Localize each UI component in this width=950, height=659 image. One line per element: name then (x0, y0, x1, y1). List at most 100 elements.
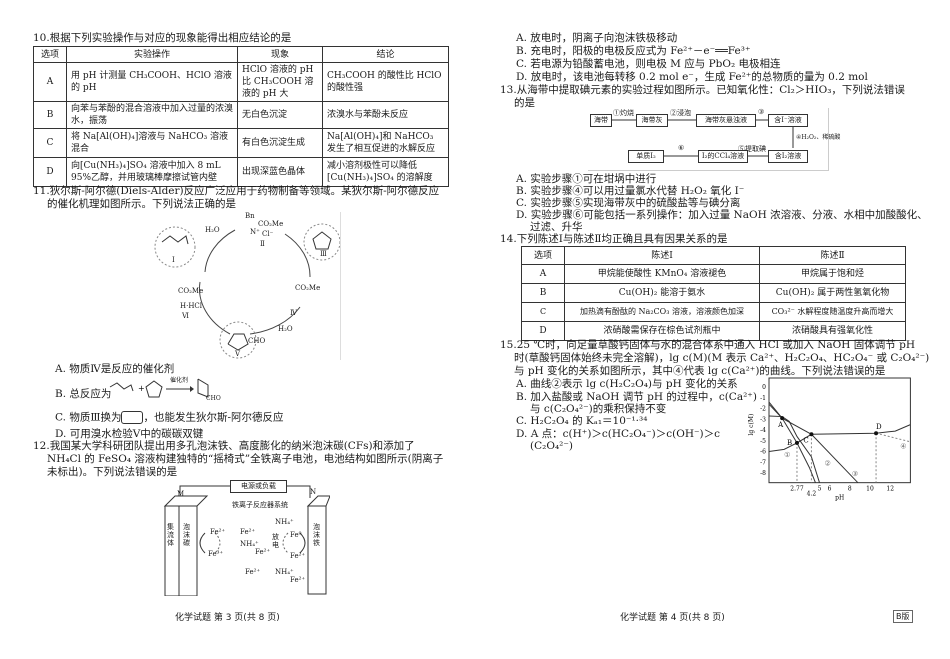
y-tick-label: -2 (760, 406, 766, 413)
x-tick-label: 4.2 (807, 491, 817, 498)
label-cl: Cl⁻ (262, 230, 274, 238)
q10-header: 结论 (322, 46, 449, 63)
cell-statement-1: 甲烷能使酸性 KMnO₄ 溶液褪色 (564, 264, 760, 284)
reaction-structures: + (109, 378, 209, 398)
q12-option-c: C. 若电源为铅酸蓄电池，则电极 M 应与 PbO₂ 电极相连 (516, 58, 781, 70)
cell-operation: 向苯与苯酚的混合溶液中加入过量的浓溴水，振荡 (66, 101, 238, 129)
point-marker (809, 432, 814, 437)
q15-option-b: B. 加入盐酸或 NaOH 调节 pH 的过程中，c(Ca²⁺) (516, 391, 757, 403)
x-tick-label: 2.77 (790, 486, 804, 493)
x-tick-label: 5 (818, 486, 822, 493)
label-IV: Ⅳ (290, 309, 297, 317)
cell-option: B (521, 283, 565, 303)
q12-stem: NH₄Cl 的 FeSO₄ 溶液构建独特的“摇椅式”全铁离子电池，电池结构如图所… (47, 453, 444, 465)
q10-header: 实验操作 (66, 46, 238, 63)
label-fe2: Fe²⁺ (245, 568, 261, 576)
q11-option-b: B. 总反应为 (55, 388, 112, 400)
q11-option-a: A. 物质Ⅳ是反应的催化剂 (55, 363, 175, 375)
q15-stem: 15.25 ℃时，向足量草酸钙固体与水的混合体系中通入 HCl 或加入 NaOH… (500, 339, 915, 351)
cell-option: B (33, 101, 67, 129)
catalyst-label: 催化剂 (170, 377, 189, 384)
q13-option-c: C. 实验步骤⑤实现海带灰中的硫酸盐等与碘分离 (516, 197, 741, 209)
y-tick-label: 0 (762, 384, 766, 391)
reactor-system-label: 铁离子反应器系统 (232, 501, 288, 509)
cell-option: A (521, 264, 565, 284)
footer-page-left: 化学试题 第 3 页(共 8 页) (175, 613, 280, 623)
label-nh4: NH₄⁺ (240, 540, 259, 548)
flow-step: ①灼烧 (613, 109, 634, 117)
q14-stem: 14.下列陈述Ⅰ与陈述Ⅱ均正确且具有因果关系的是 (500, 233, 728, 245)
y-tick-label: -4 (760, 427, 766, 434)
label-fe2: Fe²⁺ (255, 548, 271, 556)
label-h2o: H₂O (278, 325, 293, 333)
q15-option-a: A. 曲线②表示 lg c(H₂C₂O₄)与 pH 变化的关系 (516, 378, 738, 390)
electrode-m-label: M (177, 490, 185, 498)
q13-stem: 的是 (514, 97, 535, 109)
plot-frame (768, 377, 911, 484)
iodine-extraction-flowchart: 海带 ①灼烧 海带灰 ②浸泡 海带灰悬浊液 ③ 含I⁻溶液 ④H₂O₂、稀硫酸 … (588, 108, 840, 171)
y-tick-label: -6 (760, 449, 766, 456)
point-marker (874, 431, 879, 436)
cell-option: C (521, 302, 565, 322)
label-II: Ⅱ (260, 240, 265, 248)
total-reaction-scheme: + 催化剂 CHO (108, 375, 221, 403)
discharge-label: 放电 (272, 533, 279, 549)
q10-header: 现象 (237, 46, 323, 63)
label-cho: CHO (206, 395, 221, 402)
x-tick-label: 12 (886, 486, 894, 493)
label-nh4: NH₄⁺ (275, 568, 294, 576)
q13-option-d-cont: 过滤、升华 (530, 221, 583, 233)
option-c-text: ，也能发生狄尔斯-阿尔德反应 (143, 411, 284, 424)
q13-option-a: A. 实验步骤①可在坩埚中进行 (516, 173, 657, 185)
q15-stem: 时(草酸钙固体始终未完全溶解)，lg c(M)(M 表示 Ca²⁺、H₂C₂O₄… (514, 352, 930, 364)
flow-box: 海带灰 (636, 114, 668, 127)
q13-option-b: B. 实验步骤④可以用过量氯水代替 H₂O₂ 氧化 I⁻ (516, 185, 745, 197)
flow-step: ③ (758, 108, 765, 116)
cell-statement-1: 加热滴有酚酞的 Na₂CO₃ 溶液，溶液颜色加深 (564, 302, 760, 322)
flow-arrows (610, 119, 794, 157)
point-label: B (787, 439, 792, 447)
point-label: C (803, 436, 808, 444)
flow-step: ②浸泡 (670, 109, 691, 117)
label-III: Ⅲ (320, 250, 327, 258)
curve-label: ① (784, 451, 790, 459)
footer-page-right: 化学试题 第 4 页(共 8 页) (620, 613, 725, 623)
catalytic-cycle-diagram: H₂O Bn CO₂Me N⁺ Cl⁻ Ⅱ Ⅰ Ⅲ CO₂Me Ⅳ CO₂Me … (150, 212, 341, 360)
power-or-load-box: 电源或负载 (230, 480, 287, 493)
label-V: Ⅴ (235, 350, 241, 358)
cell-option: D (33, 157, 67, 187)
curve-label: ③ (852, 470, 858, 478)
cell-statement-2: 甲烷属于饱和烃 (759, 264, 906, 284)
q15-option-c: C. H₂C₂O₄ 的 Kₐ₁＝10⁻¹·³⁴ (516, 415, 648, 427)
point-label: A (777, 421, 784, 429)
q11-stem: 11.狄尔斯-阿尔德(Diels-Alder)反应广泛应用于药物制备等领域。某狄… (33, 185, 440, 197)
cell-statement-2: 浓硝酸具有强氧化性 (759, 321, 906, 341)
cell-phenomenon: 出现深蓝色晶体 (237, 157, 323, 187)
q14-header: 陈述Ⅰ (564, 246, 760, 265)
q14-header: 选项 (521, 246, 565, 265)
flow-box: 含I₂溶液 (768, 150, 808, 163)
y-tick-label: -5 (760, 438, 766, 445)
curve-label: ② (825, 459, 831, 467)
y-tick-label: -7 (760, 459, 766, 466)
q11-option-d: D. 可用溴水检验Ⅴ中的碳碳双键 (55, 428, 204, 440)
curve-label: ④ (900, 442, 906, 450)
label-cho: CHO (248, 337, 266, 345)
q15-option-b-cont: 与 c(C₂O₄²⁻)的乘积保持不变 (530, 403, 667, 415)
cell-statement-2: Cu(OH)₂ 属于两性氢氧化物 (759, 283, 906, 303)
flow-step: ⑥ (678, 144, 685, 152)
svg-text:+: + (138, 384, 145, 393)
q12-option-d: D. 放电时，该电池每转移 0.2 mol e⁻，生成 Fe²⁺的总物质的量为 … (516, 71, 868, 83)
cycle-arrows (154, 223, 340, 359)
cell-conclusion: CH₃COOH 的酸性比 HClO 的酸性强 (322, 62, 449, 102)
q15-option-d: D. A 点：c(H⁺)＞c(HC₂O₄⁻)＞c(OH⁻)＞c (516, 428, 721, 440)
cell-operation: 向[Cu(NH₃)₄]SO₄ 溶液中加入 8 mL 95%乙醇，并用玻璃棒摩擦试… (66, 157, 238, 187)
label-fe2: Fe²⁺ (290, 552, 306, 560)
point-label: D (876, 423, 882, 431)
q15-stem: 与 pH 变化的关系如图所示，其中④代表 lg c(Ca²⁺)的曲线。下列说法错… (514, 365, 886, 377)
flow-box: 海带 (590, 114, 612, 127)
